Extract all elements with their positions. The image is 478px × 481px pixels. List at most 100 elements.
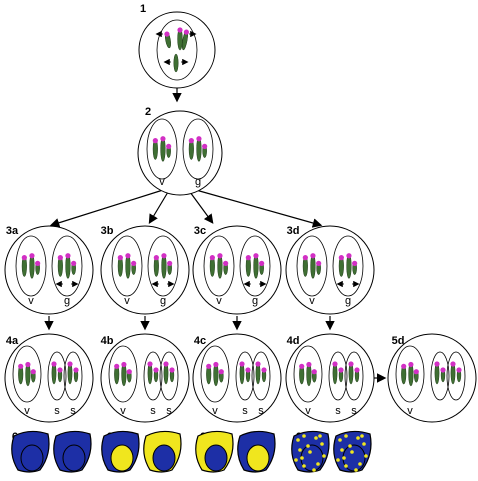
pollen-panel-6d: 6d [291,430,372,473]
nucleus-label-g: g [160,295,166,307]
chromosome [299,363,305,385]
centromere-dot [245,367,251,373]
nucleus-s2 [63,351,83,401]
yellow-speck [300,456,304,460]
chromosome [114,363,120,385]
pollen-panel-6a: 6a [11,430,92,473]
cell-wall [100,225,190,315]
centromere-dot [311,369,317,375]
stage-label-4a: 4a [6,335,19,347]
chromosome [354,367,360,383]
yellow-speck [360,434,364,438]
chromosome [57,367,63,383]
nucleus-s1 [235,351,255,401]
nucleus-v [200,345,230,403]
centromere-dot [354,367,360,373]
stage-label-5d: 5d [392,335,405,347]
centromere-dot [202,143,208,149]
centromere-dot [167,260,173,266]
centromere-dot [253,253,259,259]
pollen-grain-inner [246,444,270,472]
chromosome [161,253,167,279]
yellow-speck [312,468,316,472]
centromere-dot [125,253,131,259]
nucleus-label-s1: s [150,405,156,417]
centromere-dot [261,367,267,373]
chromosome [352,260,358,275]
yellow-speck [354,468,358,472]
chromosome [169,367,175,383]
chromosome [259,260,265,275]
pollen-grain-inner [62,444,86,472]
cell-wall [4,333,94,423]
centromere-dot [18,363,24,369]
centromere-dot [346,253,352,259]
arrow-2-3a [49,189,164,228]
nucleus-s2 [251,351,271,401]
chromosome [65,253,71,279]
chromosome [167,260,173,275]
chromosome [51,361,57,385]
centromere-dot [434,361,440,367]
chromosome [25,361,31,387]
nucleus-v [111,235,143,297]
centromere-dot [65,253,71,259]
chromosome [196,136,202,162]
chromosome [57,255,63,277]
centromere-dot [259,260,265,266]
nucleus-s2 [344,351,364,401]
chromosome [35,260,41,275]
chromosome [306,361,312,387]
centromere-dot [25,361,31,368]
centromere-dot [206,363,212,369]
centromere-dot [67,361,73,367]
centromere-dot [147,361,153,367]
chromosome [338,255,344,277]
centromere-dot [338,367,344,373]
nucleus-label-v: v [124,295,130,307]
nucleus-v [15,235,47,297]
chromosome [67,361,73,385]
centromere-dot [169,367,175,373]
chromosome [181,29,189,51]
centromere-dot [218,369,224,375]
centromere-dot [152,138,158,144]
nucleus-v [203,235,235,297]
centromere-dot [153,255,159,261]
chromosome [209,255,215,277]
centromere-dot [316,260,322,266]
chromosome [217,253,223,279]
centromere-dot [302,255,308,261]
chromosome [202,143,208,158]
yellow-speck [314,436,318,440]
centromere-dot [35,260,41,266]
yellow-speck [316,462,320,466]
chromosome [166,143,172,158]
centromere-dot [299,363,305,369]
nucleus-label-s1: s [335,405,341,417]
chromosome [245,367,251,383]
nucleus-label-v: v [120,405,126,417]
centromere-dot [161,253,167,259]
centromere-dot [245,255,251,261]
chromosome [218,369,224,383]
chromosome [332,361,338,385]
nucleus-s1 [47,351,67,401]
chromosome [173,53,179,73]
arrow-2-3d [195,189,323,228]
nucleus-v [395,345,425,403]
stage-label-3c: 3c [194,225,206,237]
chromosome [346,253,352,279]
centromere-dot [21,255,27,261]
nucleus-v [293,345,323,403]
chromosome [126,369,132,383]
centromere-dot [217,253,223,259]
cell-wall [387,333,477,423]
yellow-speck [358,462,362,466]
centromere-dot [177,27,183,33]
centromere-dot [164,31,170,37]
